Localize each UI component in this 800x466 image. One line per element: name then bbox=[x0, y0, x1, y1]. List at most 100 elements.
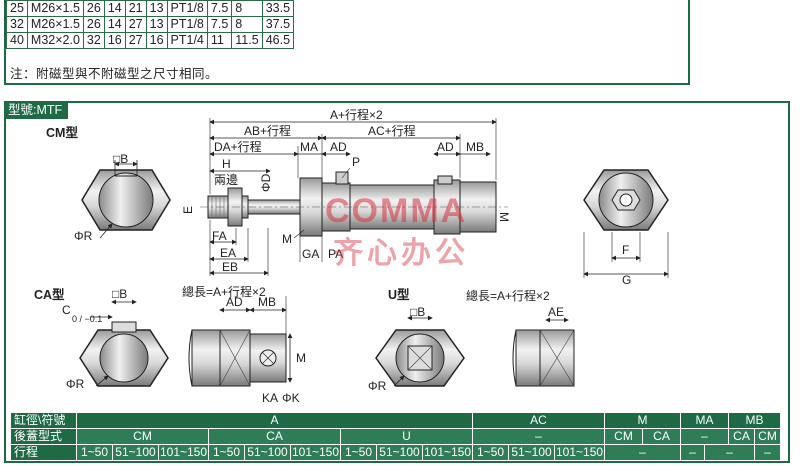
ca-side-view: AD MB 總長=A+行程×2 M KA ΦK bbox=[182, 284, 306, 405]
ca-tolerance: 0 / −0.1 bbox=[72, 314, 102, 324]
footnote: 注：附磁型與不附磁型之尺寸相同。 bbox=[10, 67, 219, 81]
cover-mb-ca: CA bbox=[728, 428, 756, 445]
ca-end-view: □B C 0 / −0.1 ΦR bbox=[62, 287, 169, 391]
ca-ad-label: AD bbox=[226, 295, 243, 309]
ca-c-label: C bbox=[62, 303, 71, 317]
spec-cell: PT1/4 bbox=[166, 32, 208, 49]
stroke-range-cell: 1~50 bbox=[76, 444, 113, 461]
stroke-range-cell: 101~150 bbox=[290, 444, 341, 461]
spec-table-frame bbox=[4, 0, 690, 85]
ca-m-label: M bbox=[296, 351, 306, 365]
stroke-range-cell: 51~100 bbox=[508, 444, 556, 461]
dim-ab-stroke: AB+行程 bbox=[244, 123, 291, 138]
stroke-range-cell: 1~50 bbox=[208, 444, 245, 461]
col-header-a: A bbox=[75, 412, 474, 429]
cover-cm: CM bbox=[76, 428, 209, 445]
dim-fa: FA bbox=[212, 229, 227, 243]
cm-end-view: □B ΦR bbox=[74, 152, 171, 243]
stroke-range-cell: 101~150 bbox=[158, 444, 209, 461]
spec-cell: M32×2.0 bbox=[26, 32, 84, 49]
dim-phi-d: ΦD bbox=[259, 173, 273, 192]
dim-mb: MB bbox=[466, 140, 484, 154]
ca-box-b-label: □B bbox=[112, 287, 127, 301]
cover-m-cm: CM bbox=[604, 428, 644, 445]
row-header-stroke: 行程 bbox=[10, 444, 77, 461]
spec-cell: 11 bbox=[206, 32, 233, 49]
dim-pa: PA bbox=[328, 247, 343, 261]
u-phi-r-label: ΦR bbox=[368, 379, 387, 393]
spec-cell: 7.5 bbox=[206, 0, 233, 17]
model-tag: 型號:MTF bbox=[4, 101, 69, 119]
ca-total-length: 總長=A+行程×2 bbox=[182, 284, 266, 299]
dim-p: P bbox=[352, 155, 360, 169]
u-type-label: U型 bbox=[388, 288, 410, 302]
cover-ac-dash: – bbox=[472, 428, 606, 445]
dim-m-main: M bbox=[497, 212, 511, 222]
cover-u: U bbox=[339, 428, 474, 445]
row-header-cover: 後蓋型式 bbox=[10, 428, 77, 445]
col-header-m: M bbox=[604, 412, 682, 429]
stroke-dash-cell: – bbox=[704, 444, 756, 461]
ca-ka-label: KA bbox=[262, 391, 278, 405]
u-end-view: □B ΦR bbox=[368, 305, 465, 393]
cover-ca: CA bbox=[208, 428, 341, 445]
stroke-range-cell: 51~100 bbox=[112, 444, 159, 461]
dim-h: H bbox=[222, 157, 231, 171]
stroke-range-cell: 101~150 bbox=[554, 444, 606, 461]
ca-mb-label: MB bbox=[258, 295, 276, 309]
drawing-panel bbox=[4, 101, 790, 463]
u-side-view: AE 總長=A+行程×2 bbox=[466, 288, 575, 387]
stroke-range-cell: 51~100 bbox=[376, 444, 423, 461]
spec-cell: M26×1.5 bbox=[26, 16, 84, 33]
spec-cell: 37.5 bbox=[261, 16, 295, 33]
ca-type-label: CA型 bbox=[34, 288, 65, 302]
dimension-table: 缸徑\符號 A AC M MA MB 後蓋型式 CM CA U – CM CA … bbox=[10, 412, 782, 461]
dim-f: F bbox=[622, 243, 629, 257]
main-side-view: A+行程×2 AB+行程 AC+行程 DA+行程 MA AD AD MB H P… bbox=[181, 107, 511, 276]
spec-cell: 7.5 bbox=[206, 16, 233, 33]
dim-ga: GA bbox=[302, 247, 319, 261]
spec-cell: 46.5 bbox=[261, 32, 295, 49]
cm-box-b-label: □B bbox=[113, 152, 128, 166]
dim-ea: EA bbox=[220, 246, 236, 260]
cover-m-ca: CA bbox=[642, 428, 682, 445]
col-header-ac: AC bbox=[472, 412, 606, 429]
col-header-bore: 缸徑\符號 bbox=[10, 412, 77, 429]
cm-type-label: CM型 bbox=[46, 126, 78, 140]
stroke-dash-cell: – bbox=[604, 444, 682, 461]
watermark-text: 齐心办公 bbox=[333, 237, 469, 270]
stroke-range-cell: 1~50 bbox=[340, 444, 377, 461]
u-ae-label: AE bbox=[548, 305, 564, 319]
spec-cell: 32 bbox=[82, 32, 105, 49]
spec-cell: PT1/8 bbox=[166, 16, 208, 33]
u-box-b-label: □B bbox=[410, 305, 425, 319]
col-header-ma: MA bbox=[680, 412, 730, 429]
dim-m-small: M bbox=[282, 232, 292, 246]
rear-end-view: F G bbox=[583, 169, 669, 287]
dim-ad-front: AD bbox=[330, 140, 347, 154]
stroke-range-cell: 1~50 bbox=[472, 444, 510, 461]
stroke-dash-cell: – bbox=[754, 444, 782, 461]
stroke-range-cell: 51~100 bbox=[244, 444, 291, 461]
cover-ma-dash: – bbox=[680, 428, 730, 445]
spec-cell: 11.5 bbox=[231, 32, 263, 49]
dim-g: G bbox=[622, 273, 631, 287]
watermark-brand: COMMA bbox=[325, 192, 468, 230]
u-total-length: 總長=A+行程×2 bbox=[466, 288, 550, 303]
stroke-range-cell: 101~150 bbox=[421, 444, 474, 461]
spec-cell: PT1/8 bbox=[166, 0, 208, 17]
dim-da-stroke: DA+行程 bbox=[214, 139, 262, 154]
dim-eb: EB bbox=[222, 260, 238, 274]
col-header-mb: MB bbox=[728, 412, 782, 429]
ca-phi-k-label: ΦK bbox=[282, 391, 300, 405]
dim-e: E bbox=[181, 206, 195, 214]
dim-a-stroke: A+行程×2 bbox=[330, 107, 383, 122]
cover-mb-cm: CM bbox=[754, 428, 782, 445]
stroke-dash-cell: – bbox=[680, 444, 706, 461]
two-flats-label: 兩邊 bbox=[214, 173, 238, 187]
